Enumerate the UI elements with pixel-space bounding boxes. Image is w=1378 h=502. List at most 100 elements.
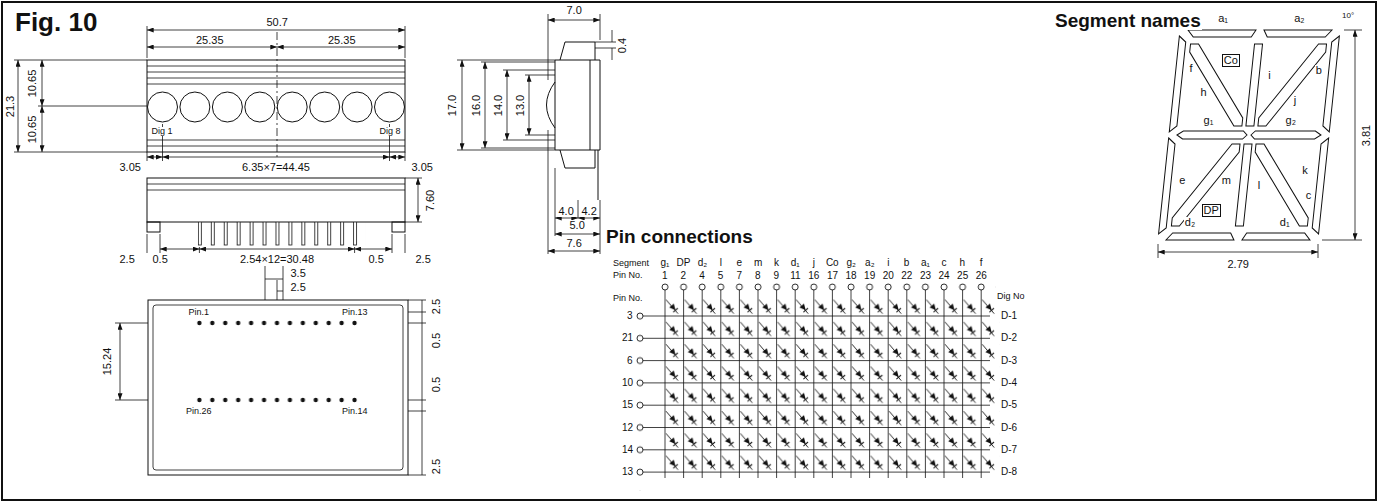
segment-name: g₂ xyxy=(1285,115,1297,126)
pin-label: Pin.14 xyxy=(341,407,369,416)
pin-number: 12 xyxy=(621,423,634,433)
segment-name: e xyxy=(1178,175,1186,186)
segment-name: j xyxy=(1293,95,1297,106)
pin-number: 8 xyxy=(754,271,762,281)
digit-label: D-6 xyxy=(1000,423,1018,433)
pin-number: 3 xyxy=(626,311,634,321)
segment-name: d₂ xyxy=(1184,217,1196,228)
bottom-view xyxy=(115,266,426,475)
digit-label: D-1 xyxy=(1000,311,1018,321)
column-heading: Dig No xyxy=(996,292,1026,301)
segment-name: g₂ xyxy=(846,258,857,268)
dimension-label: 5.0 xyxy=(569,220,586,231)
pin-number: 17 xyxy=(826,271,839,281)
segment-name: a₂ xyxy=(1293,13,1305,24)
segment-name: DP xyxy=(676,258,692,268)
dimension-label: 0.5 xyxy=(368,254,385,265)
segment-name: DP xyxy=(1202,204,1221,217)
segment-name: a₁ xyxy=(1217,13,1229,24)
pin-number: 5 xyxy=(717,271,725,281)
dimension-label: 2.5 xyxy=(415,254,432,265)
pin-matrix xyxy=(636,283,1000,490)
pin-number: 25 xyxy=(956,271,969,281)
segment-name: c xyxy=(1305,190,1313,201)
pin-number: 13 xyxy=(621,467,634,477)
segment-name: l xyxy=(1257,180,1261,191)
segment-name: a₁ xyxy=(920,258,931,268)
dimension-label: 25.35 xyxy=(327,35,357,46)
pin-number: 14 xyxy=(621,445,634,455)
dimension-label: 2.5 xyxy=(290,282,307,293)
digit-label: Dig 8 xyxy=(379,127,402,136)
row-heading: Pin No. xyxy=(612,271,644,280)
pin-number: 21 xyxy=(621,333,634,343)
dimension-label: 4.2 xyxy=(581,206,598,217)
pin-number: 26 xyxy=(975,271,988,281)
pin-number: 23 xyxy=(919,271,932,281)
dimension-label: 10° xyxy=(1341,12,1355,20)
column-heading: Pin No. xyxy=(612,294,644,303)
side-view xyxy=(457,14,616,254)
digit-label: D-2 xyxy=(1000,333,1018,343)
segment-name: f xyxy=(979,258,984,268)
segment-name: h xyxy=(959,258,967,268)
segment-name: b xyxy=(1315,65,1323,76)
dimension-label: 15.24 xyxy=(102,346,113,376)
front-view xyxy=(14,26,405,161)
segment-name: Co xyxy=(825,258,840,268)
segment-name: e xyxy=(735,258,743,268)
dimension-label: 2.5 xyxy=(431,457,442,474)
pin-number: 11 xyxy=(789,271,801,281)
pin-label: Pin.1 xyxy=(188,308,211,317)
dimension-label: 0.4 xyxy=(617,36,628,53)
dimension-label: 3.05 xyxy=(119,162,142,173)
pin-label: Pin.26 xyxy=(185,407,213,416)
row-heading: Segment xyxy=(612,259,650,268)
segment-name: j xyxy=(812,258,816,268)
segment-name: g₁ xyxy=(1203,115,1215,126)
dimension-label: 21.3 xyxy=(5,94,16,117)
pin-label: Pin.13 xyxy=(341,308,369,317)
dimension-label: 16.0 xyxy=(471,93,482,116)
dimension-label: 2.54×12=30.48 xyxy=(239,254,315,265)
pin-number: 16 xyxy=(807,271,820,281)
segment-name: a₂ xyxy=(864,258,875,268)
segment-name: h xyxy=(1199,87,1207,98)
pin-number: 9 xyxy=(773,271,781,281)
dimension-label: 6.35×7=44.45 xyxy=(241,162,311,173)
dimension-label: 2.79 xyxy=(1227,259,1250,270)
dimension-label: 7.60 xyxy=(425,188,436,211)
dimension-label: 2.5 xyxy=(431,297,442,314)
dimension-label: 14.0 xyxy=(493,93,504,116)
segment-name: b xyxy=(903,258,911,268)
segment-name: k xyxy=(773,258,780,268)
digit-label: Dig 1 xyxy=(151,127,174,136)
segment-name: f xyxy=(1189,63,1194,74)
dimension-label: 7.0 xyxy=(566,5,583,16)
pin-number: 6 xyxy=(626,356,634,366)
dimension-label: 4.0 xyxy=(558,206,575,217)
segment-name: m xyxy=(753,258,763,268)
segment-name: d₂ xyxy=(697,258,708,268)
segment-name: Co xyxy=(1222,54,1240,67)
digit-label: D-8 xyxy=(1000,467,1018,477)
dimension-label: 25.35 xyxy=(195,35,225,46)
segment-name: l xyxy=(719,258,723,268)
segment-name: d₁ xyxy=(1279,217,1291,228)
dimension-label: 50.7 xyxy=(266,17,289,28)
pin-number: 24 xyxy=(938,271,951,281)
pin-number: 10 xyxy=(621,378,634,388)
digit-label: D-5 xyxy=(1000,400,1018,410)
dimension-label: 17.0 xyxy=(447,93,458,116)
dimension-label: 0.5 xyxy=(431,331,442,348)
dimension-label: 3.05 xyxy=(411,162,434,173)
dimension-label: 0.5 xyxy=(431,375,442,392)
pin-number: 1 xyxy=(661,271,669,281)
dimension-label: 3.5 xyxy=(290,268,307,279)
segment-dimensions xyxy=(1158,30,1362,258)
segment-name: d₁ xyxy=(790,258,801,268)
segment-name: c xyxy=(941,258,948,268)
pin-number: 7 xyxy=(735,271,743,281)
